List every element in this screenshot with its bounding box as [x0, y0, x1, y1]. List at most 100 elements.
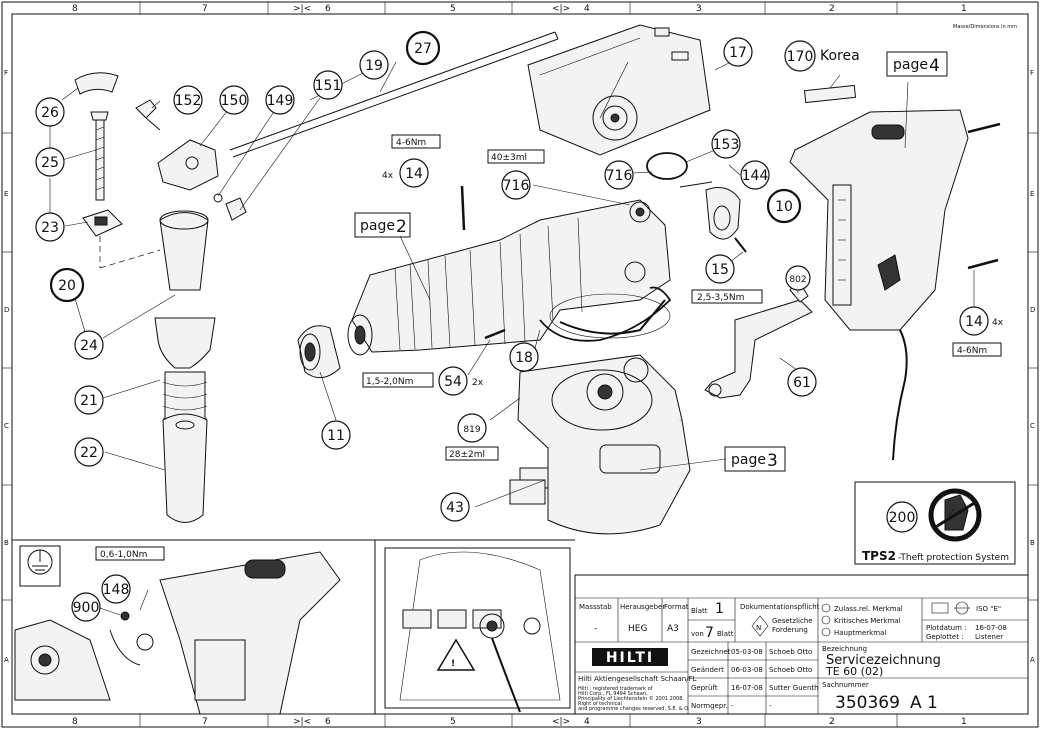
torque-14b: 4-6Nm [957, 346, 987, 356]
row-label-left-E: E [4, 190, 8, 198]
callout-26: 26 [35, 97, 65, 127]
svg-text:14: 14 [405, 166, 423, 182]
callout-149: 149 [265, 85, 295, 115]
screw-set [460, 122, 1001, 340]
col-label-top-8: 8 [72, 4, 78, 14]
row-label-right-B: B [1030, 539, 1035, 547]
callout-148: 148 [101, 574, 131, 604]
tb-massstab: - [594, 624, 597, 634]
dimensions-note: Masse/Dimensions in mm [953, 24, 1017, 30]
tb-row1-date: 06-03-08 [731, 666, 763, 674]
callout-14a: 14 [399, 158, 429, 188]
callout-14b: 14 [959, 306, 989, 336]
tb-bezeichnung-2: TE 60 (02) [825, 665, 883, 678]
callout-11: 11 [321, 420, 351, 450]
rod-depth-gauge [229, 31, 559, 158]
svg-text:716: 716 [503, 178, 530, 194]
col-label-top-3: 3 [696, 4, 702, 14]
tb-company: Hilti Aktiengesellschaft Schaan/FL [578, 675, 697, 683]
svg-text:11: 11 [327, 428, 345, 444]
svg-text:23: 23 [41, 220, 59, 236]
svg-text:200: 200 [889, 510, 916, 526]
tb-doc-text1: Gesetzliche [772, 617, 813, 625]
callout-802: 802 [785, 265, 811, 291]
korea-label-plate [803, 84, 857, 104]
qty-14b: 4x [992, 318, 1004, 328]
page4-num: 4 [929, 56, 940, 76]
page3-num: 3 [767, 451, 778, 471]
callout-43: 43 [440, 492, 470, 522]
spec-labels: Korea page 2 page 3 page 4 4-6Nm 4x 40±3… [95, 48, 1009, 563]
callout-716b: 716 [501, 170, 531, 200]
callout-61: 61 [787, 367, 817, 397]
row-label-right-E: E [1030, 190, 1034, 198]
side-handle [154, 210, 216, 523]
svg-text:26: 26 [41, 105, 59, 121]
tb-row1-name: Schoeb Otto [769, 666, 812, 674]
col-label-bottom-mid1: >|< [293, 717, 311, 727]
tb-legal-4: and programme changes reserved, S.E. & O… [578, 706, 690, 712]
tb-row0-date: 05-03-08 [731, 648, 763, 656]
dust-cap [297, 325, 341, 379]
callout-200: 200 [886, 501, 918, 533]
callout-18: 18 [509, 342, 539, 372]
row-label-left-B: B [4, 539, 9, 547]
tb-sachnummer-label: Sachnummer [822, 681, 869, 689]
tb-doc-text2: Forderung [772, 626, 808, 634]
qty-54: 2x [472, 378, 484, 388]
svg-text:151: 151 [315, 78, 342, 94]
tb-row3-label: Normgepr. [691, 702, 728, 710]
callout-150: 150 [219, 85, 249, 115]
row-label-left-D: D [4, 306, 9, 314]
svg-text:149: 149 [267, 93, 294, 109]
selector-switch [679, 181, 747, 253]
svg-text:24: 24 [80, 338, 98, 354]
title-block: Massstab Herausgeber Format Blatt Dokume… [574, 574, 1029, 715]
tb-feature-0: Zulass.rel. Merkmal [834, 605, 903, 613]
tb-revision: A 1 [910, 693, 938, 713]
page2-box [354, 212, 411, 238]
leader-lines [49, 59, 975, 616]
torque-15: 2,5-3,5Nm [697, 293, 744, 303]
svg-text:25: 25 [41, 155, 59, 171]
tb-blatt: 1 [715, 601, 724, 617]
tb-legal-2: Principality of Liechtenstein © 2001 200… [578, 695, 684, 702]
callout-144: 144 [740, 160, 770, 190]
col-label-bottom-3: 3 [696, 717, 702, 727]
tb-feature-1: Kritisches Merkmal [834, 617, 901, 625]
tps2-text: -Theft protection System [898, 553, 1009, 563]
row-label-right-A: A [1030, 656, 1035, 664]
callout-20: 20 [49, 267, 85, 303]
tb-bezeichnung-label: Bezeichnung [822, 645, 867, 653]
callout-25: 25 [35, 147, 65, 177]
callout-153: 153 [711, 129, 741, 159]
torque-148: 0,6-1,0Nm [100, 550, 147, 560]
tb-plotdatum-label: Plotdatum : [926, 624, 967, 632]
callout-54: 54 [438, 366, 468, 396]
main-housing [789, 109, 969, 461]
hilti-logo: HILTI [606, 650, 654, 666]
callout-24: 24 [74, 330, 104, 360]
svg-text:54: 54 [444, 374, 462, 390]
page2-num: 2 [396, 217, 407, 237]
tb-row2-name: Sutter Guenth [769, 684, 819, 692]
col-label-bottom-7: 7 [202, 717, 208, 727]
tb-row0-label: Gezeichnet [691, 648, 731, 656]
col-label-bottom-6: 6 [325, 717, 331, 727]
callout-716a: 716 [604, 160, 634, 190]
tb-of: 7 [705, 625, 714, 641]
detail-inset-frames: ! [12, 539, 575, 715]
tb-col-dokumentationspflicht: Dokumentationspflicht [740, 603, 820, 611]
col-label-top-6: 6 [325, 4, 331, 14]
svg-text:19: 19 [365, 58, 383, 74]
callout-bubbles: 27 19 151 149 150 152 26 25 23 20 24 21 … [35, 30, 989, 622]
svg-text:150: 150 [221, 93, 248, 109]
o-ring-153 [646, 152, 688, 180]
svg-text:802: 802 [789, 275, 806, 285]
callout-10: 10 [766, 188, 802, 224]
tb-iso: ISO "E" [976, 605, 1001, 613]
gearbox-assembly [347, 199, 671, 356]
tb-bezeichnung-1: Servicezeichnung [826, 653, 941, 668]
callout-151: 151 [313, 70, 343, 100]
